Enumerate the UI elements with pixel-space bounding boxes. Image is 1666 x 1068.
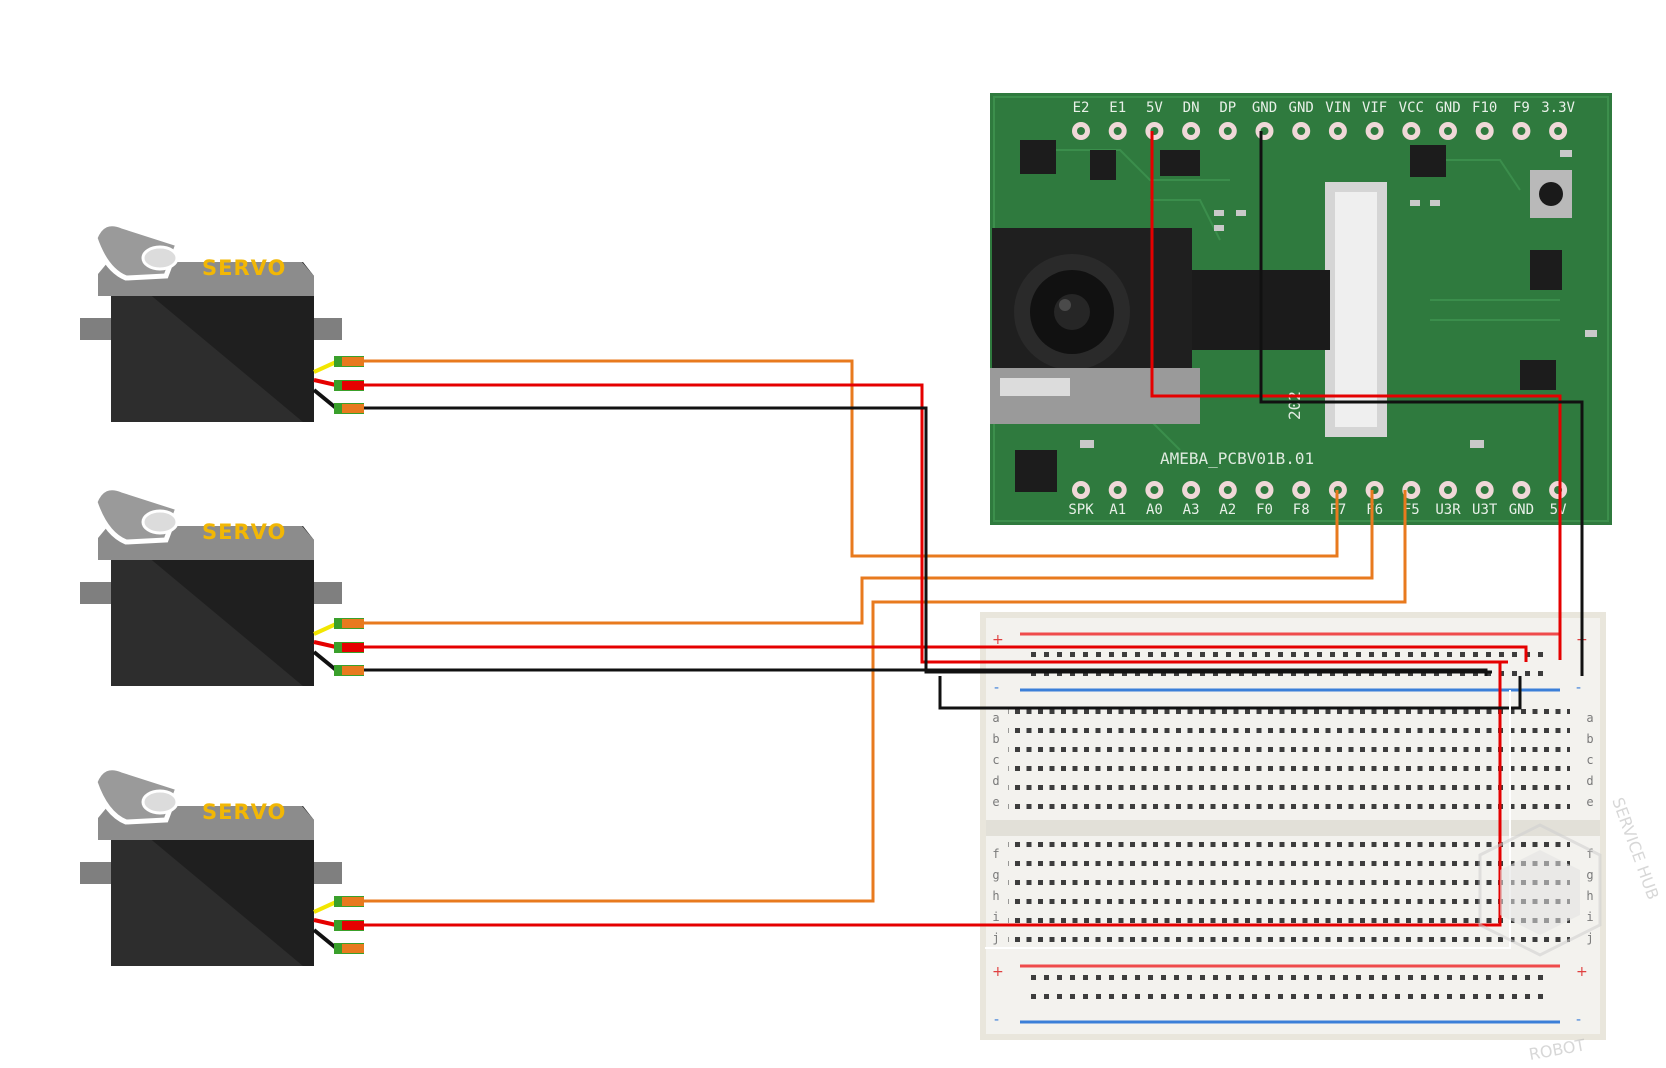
row-letter: d	[1586, 774, 1593, 788]
row-letter: f	[1586, 847, 1593, 861]
rail-plus-sign: +	[1576, 964, 1588, 980]
board-silkscreen-side: 202	[1285, 391, 1304, 420]
power-wire-board-5v	[1150, 131, 1562, 660]
pin-label: A2	[1219, 502, 1236, 518]
pin-label: VIN	[1325, 100, 1350, 116]
servo-leads	[312, 356, 364, 954]
rail-plus-sign: +	[992, 964, 1004, 980]
ground-wire-servo-3	[938, 676, 1522, 710]
row-letter: d	[992, 774, 999, 788]
servo-label: SERVO	[202, 520, 286, 544]
watermark-text: SERVICE HUB	[1608, 795, 1663, 902]
row-letter: g	[1586, 868, 1593, 882]
rail-minus-sign: -	[994, 680, 999, 696]
pin-label: U3T	[1472, 502, 1498, 518]
ground-wire-servo-1	[364, 406, 1492, 674]
pin-label: E1	[1109, 100, 1126, 116]
pin-label: DN	[1183, 100, 1200, 116]
row-letter: a	[1586, 711, 1593, 725]
pin-label: VCC	[1399, 100, 1424, 116]
power-wire-servo-1	[364, 383, 1508, 664]
pin-label: U3R	[1435, 502, 1461, 518]
row-letter: h	[992, 889, 999, 903]
servo-horn-hub	[141, 509, 179, 535]
row-letter: j	[1586, 931, 1593, 945]
row-letter: b	[992, 732, 999, 746]
signal-wire-servo-2	[364, 490, 1374, 625]
pin-label: GND	[1252, 100, 1277, 116]
rail-minus-sign: -	[1576, 680, 1581, 696]
pin-label: F10	[1472, 100, 1497, 116]
board-silkscreen: AMEBA_PCBV01B.01	[1160, 449, 1314, 468]
pin-label: E2	[1073, 100, 1090, 116]
pin-label: F0	[1256, 502, 1273, 518]
ground-wire-board-gnd	[1259, 131, 1584, 676]
rail-plus-sign: +	[992, 632, 1004, 648]
watermark-logo	[1478, 823, 1602, 957]
pin-label: F5	[1403, 502, 1420, 518]
row-letter: i	[1586, 910, 1593, 924]
rail-minus-sign: -	[994, 1012, 999, 1028]
pin-label: GND	[1289, 100, 1314, 116]
servo-label: SERVO	[202, 256, 286, 280]
signal-wire-servo-1	[364, 359, 1339, 558]
pin-label: 5V	[1146, 100, 1163, 116]
pin-label: VIF	[1362, 100, 1387, 116]
ameba-board: AMEBA_PCBV01B.01 202 E2 E1 5V DN DP GND GND VIN…	[990, 93, 1612, 525]
row-letter: i	[992, 910, 999, 924]
row-letter: h	[1586, 889, 1593, 903]
pin-label: F9	[1513, 100, 1530, 116]
servo-label: SERVO	[202, 800, 286, 824]
pin-label: DP	[1219, 100, 1236, 116]
pin-label: GND	[1435, 100, 1460, 116]
row-letter: c	[1586, 753, 1593, 767]
pin-label: 3.3V	[1541, 100, 1575, 116]
row-letter: j	[992, 931, 999, 945]
row-letter: b	[1586, 732, 1593, 746]
servo-horn-hub	[141, 245, 179, 271]
power-wire-servo-2	[364, 645, 1528, 662]
servo-motor-2: SERVO	[80, 485, 342, 686]
rail-minus-sign: -	[1576, 1012, 1581, 1028]
signal-wire-servo-3	[364, 490, 1407, 903]
pin-label: 5V	[1550, 502, 1567, 518]
row-letter: f	[992, 847, 999, 861]
pin-label: F6	[1366, 502, 1383, 518]
servo-horn-hub	[141, 789, 179, 815]
ground-wire-servo-2	[364, 668, 1488, 676]
pin-label: A0	[1146, 502, 1163, 518]
power-wire-servo-3	[364, 662, 1502, 927]
row-letter: e	[1586, 795, 1593, 809]
pin-label: A3	[1183, 502, 1200, 518]
servo-motor-3: SERVO	[80, 765, 342, 966]
top-header: E2 E1 5V DN DP GND GND VIN VIF VCC GND F10 F9 3.3V	[1072, 100, 1576, 140]
servo-motor-1: SERVO	[80, 221, 342, 422]
pin-label: F8	[1293, 502, 1310, 518]
pin-label: GND	[1509, 502, 1534, 518]
row-letter: e	[992, 795, 999, 809]
pin-label: SPK	[1068, 502, 1094, 518]
row-letter: c	[992, 753, 999, 767]
jumper-wire-white	[985, 690, 1511, 949]
wires	[364, 131, 1584, 949]
pin-label: A1	[1109, 502, 1126, 518]
bottom-power-rail: + + - -	[992, 964, 1588, 1028]
center-channel	[986, 820, 1600, 836]
row-letter: a	[992, 711, 999, 725]
row-letter: g	[992, 868, 999, 882]
